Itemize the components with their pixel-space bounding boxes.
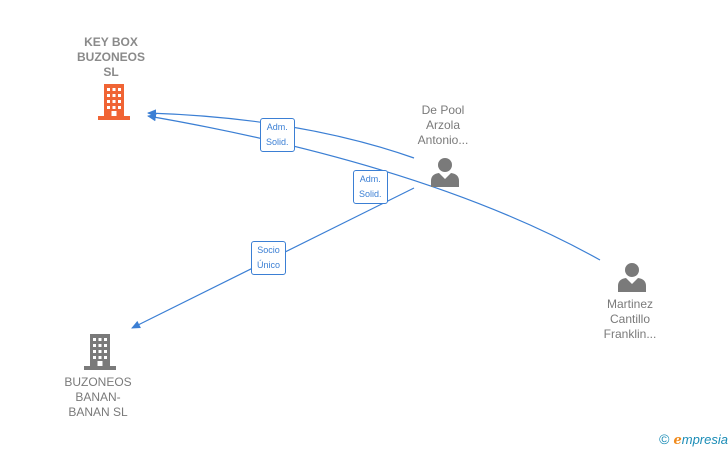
edge-label-socio-unico[interactable]: Socio Único — [251, 241, 287, 275]
edge-label-line: Único — [257, 260, 281, 270]
brand-logo-e: e — [673, 433, 682, 448]
node-label-line: BUZONEOS — [76, 50, 145, 64]
footer-brand: ©empresia — [659, 431, 728, 448]
edge-label-line: Adm. — [266, 122, 288, 132]
node-label-key-box[interactable]: KEY BOX BUZONEOS SL — [56, 35, 166, 80]
node-label-line: De Pool — [421, 103, 465, 117]
node-label-line: Antonio... — [417, 133, 469, 147]
node-label-line: KEY BOX — [84, 35, 138, 49]
node-label-line: BANAN- — [75, 390, 121, 404]
edge-label-line: Adm. — [359, 174, 381, 184]
copyright-icon: © — [659, 431, 670, 447]
person-icon[interactable] — [617, 262, 647, 292]
edge-label-adm-solid[interactable]: Adm. Solid. — [260, 118, 295, 152]
edge-label-line: Solid. — [359, 189, 382, 199]
person-icon[interactable] — [430, 157, 460, 187]
node-label-line: BANAN SL — [68, 405, 128, 419]
edge-label-adm-solid[interactable]: Adm. Solid. — [353, 170, 388, 204]
node-label-line: Arzola — [425, 118, 460, 132]
edge-label-line: Socio — [257, 245, 280, 255]
building-icon[interactable] — [98, 84, 130, 120]
node-label-buzoneos[interactable]: BUZONEOS BANAN- BANAN SL — [48, 375, 148, 420]
node-label-line: Martinez — [606, 297, 653, 311]
brand-name: mpresia — [681, 432, 728, 447]
node-label-line: Cantillo — [609, 312, 651, 326]
node-label-line: BUZONEOS — [64, 375, 132, 389]
node-label-line: Franklin... — [603, 327, 657, 341]
building-icon[interactable] — [84, 334, 116, 370]
node-label-line: SL — [103, 65, 119, 79]
node-label-de-pool[interactable]: De Pool Arzola Antonio... — [393, 103, 493, 148]
edge-label-line: Solid. — [266, 137, 289, 147]
node-label-martinez[interactable]: Martinez Cantillo Franklin... — [580, 297, 680, 342]
edge-martinez-to-key-box — [147, 113, 601, 261]
